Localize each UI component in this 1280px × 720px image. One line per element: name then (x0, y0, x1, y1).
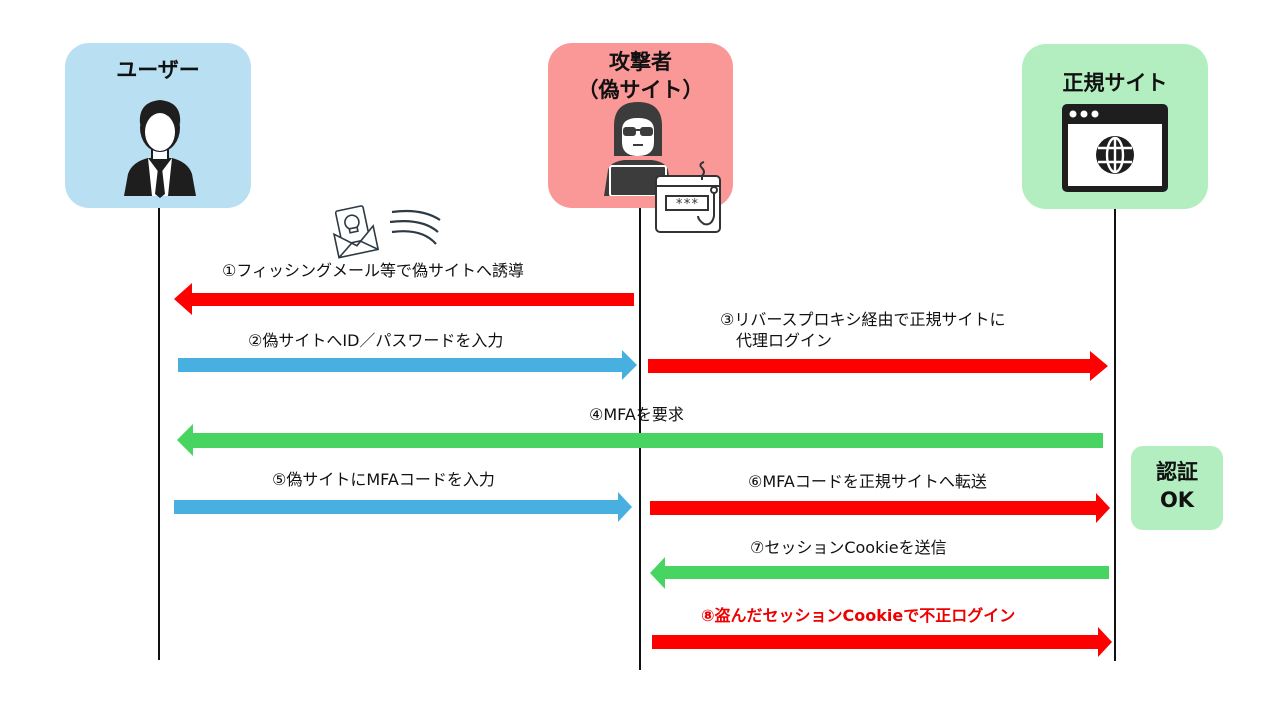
step-1-arrow (174, 283, 634, 315)
step-3-label-line1: ③リバースプロキシ経由で正規サイトに (720, 310, 1006, 329)
browser-globe-icon (1062, 104, 1168, 192)
step-3-label-line2: 代理ログイン (736, 331, 833, 350)
step-2-arrow (178, 350, 637, 380)
step-8-label: ⑧盗んだセッションCookieで不正ログイン (701, 606, 1016, 625)
lifeline-legit-site (1114, 209, 1116, 661)
step-5-label: ⑤偽サイトにMFAコードを入力 (272, 470, 495, 489)
actor-attacker-title: 攻撃者 (609, 50, 672, 74)
step-4-label: ④MFAを要求 (589, 405, 684, 424)
businessman-icon (124, 100, 196, 198)
step-8-arrow (652, 627, 1112, 657)
step-7-arrow (650, 557, 1109, 589)
lifeline-user (158, 208, 160, 660)
step-1-label: ①フィッシングメール等で偽サイトへ誘導 (222, 261, 525, 280)
password-mask-text: *** (675, 197, 698, 212)
auth-ok-line1: 認証 (1156, 460, 1198, 484)
phishing-password-icon: *** (655, 161, 721, 233)
step-6-label: ⑥MFAコードを正規サイトへ転送 (748, 472, 987, 491)
actor-attacker-subtitle: （偽サイト） (577, 78, 704, 102)
step-4-arrow (177, 424, 1103, 456)
actor-legit-site-title: 正規サイト (1062, 71, 1168, 95)
step-2-label: ②偽サイトへID／パスワードを入力 (248, 331, 504, 350)
malicious-email-icon (332, 205, 441, 259)
step-6-arrow (650, 493, 1110, 523)
actor-user-title: ユーザー (116, 58, 200, 82)
step-3-arrow (648, 351, 1108, 381)
step-7-label: ⑦セッションCookieを送信 (750, 538, 947, 557)
auth-ok-badge: 認証 OK (1131, 446, 1223, 530)
auth-ok-line2: OK (1159, 488, 1195, 512)
step-5-arrow (174, 492, 632, 522)
